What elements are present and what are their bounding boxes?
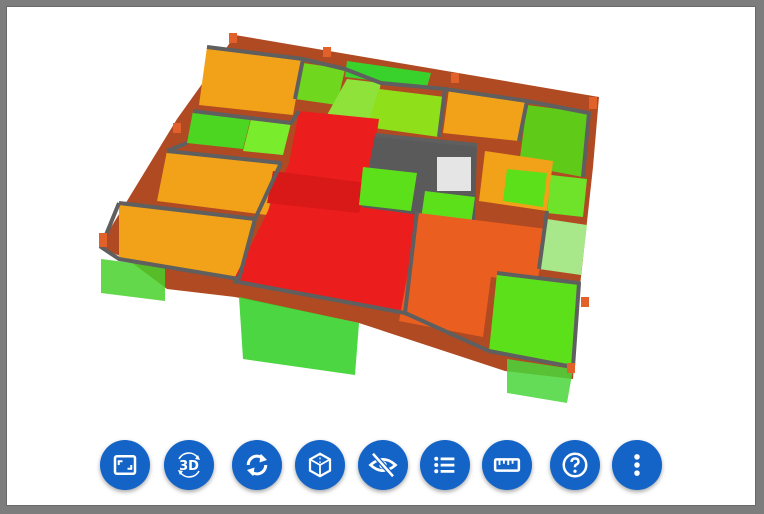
hide-button[interactable] <box>358 440 408 490</box>
hall-upper <box>267 171 367 213</box>
view-3d-button[interactable]: 3D <box>164 440 214 490</box>
room-southwest <box>119 203 255 279</box>
eye-off-icon <box>368 452 398 478</box>
sync-icon <box>246 453 268 477</box>
help-button[interactable] <box>550 440 600 490</box>
room-east-1 <box>547 175 587 217</box>
stair-landing-left <box>359 167 417 211</box>
room-w1 <box>187 111 251 149</box>
walls <box>99 45 591 369</box>
room-nw <box>199 47 303 115</box>
annex-right <box>507 359 573 403</box>
room-small-1 <box>295 63 345 105</box>
room-north-1 <box>367 89 445 137</box>
measure-button[interactable] <box>482 440 532 490</box>
bottom-toolbar: 3D <box>7 7 755 505</box>
annex-top <box>345 61 431 87</box>
help-circle-icon <box>562 452 588 478</box>
fit-view-button[interactable] <box>100 440 150 490</box>
reset-view-button[interactable] <box>232 440 282 490</box>
annex-left <box>101 259 165 301</box>
annex-front <box>239 297 359 375</box>
wireframe-button[interactable] <box>295 440 345 490</box>
layers-list-button[interactable] <box>420 440 470 490</box>
room-west <box>157 151 281 215</box>
room-w2 <box>243 119 291 155</box>
corner-posts <box>99 33 597 373</box>
list-icon <box>434 456 455 474</box>
more-options-button[interactable] <box>612 440 662 490</box>
view-3d-label: 3D <box>179 459 199 474</box>
room-south-orange <box>399 213 547 337</box>
room-small-2 <box>327 79 381 119</box>
more-vertical-icon <box>634 454 640 476</box>
room-north-2 <box>443 89 527 141</box>
room-east-2 <box>539 219 587 275</box>
cube-outline-icon <box>308 452 332 478</box>
room-se <box>489 273 579 367</box>
ruler-icon <box>493 458 521 472</box>
model-viewport[interactable] <box>7 7 756 427</box>
room-east-small <box>503 169 547 207</box>
viewer-frame: 3D <box>6 6 756 506</box>
fit-screen-icon <box>113 455 137 475</box>
stair-steps <box>437 157 471 191</box>
building-model-3d[interactable] <box>7 7 756 427</box>
rotate-3d-icon: 3D <box>178 452 200 478</box>
